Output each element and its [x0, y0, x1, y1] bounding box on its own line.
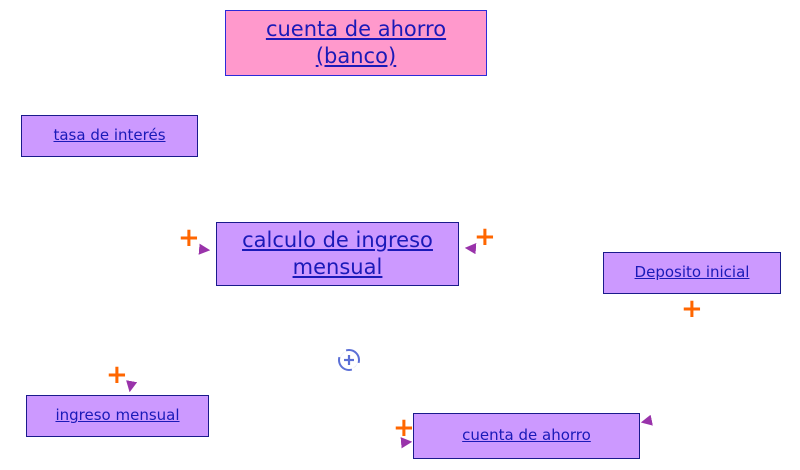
title-node[interactable]: cuenta de ahorro (banco) [225, 10, 487, 76]
node-calculo-label: calculo de ingreso mensual [242, 227, 433, 282]
node-deposito-label: Deposito inicial [634, 263, 750, 282]
node-calculo-line-1: calculo de ingreso [242, 227, 433, 252]
circle-plus-icon[interactable] [337, 348, 361, 372]
link-cuenta-to-calculo [464, 243, 477, 255]
title-text: cuenta de ahorro (banco) [266, 16, 446, 71]
plus-marker-deposito[interactable]: + [681, 294, 703, 324]
node-cuenta-de-ahorro[interactable]: cuenta de ahorro [413, 413, 640, 459]
title-line-1: cuenta de ahorro [265, 16, 447, 41]
node-ingreso-label: ingreso mensual [55, 406, 180, 425]
node-tasa-label: tasa de interés [53, 126, 166, 145]
link-ingreso-to-cuenta [400, 437, 413, 449]
node-tasa-de-interes[interactable]: tasa de interés [21, 115, 198, 157]
plus-marker-cuenta[interactable]: + [393, 413, 415, 443]
node-deposito-inicial[interactable]: Deposito inicial [603, 252, 781, 294]
plus-marker-ingreso[interactable]: + [106, 360, 128, 390]
node-calculo-de-ingreso-mensual[interactable]: calculo de ingreso mensual [216, 222, 459, 286]
plus-marker-calculo-left[interactable]: + [178, 223, 200, 253]
node-ingreso-mensual[interactable]: ingreso mensual [26, 395, 209, 437]
node-calculo-line-2: mensual [292, 255, 383, 279]
node-cuenta-label: cuenta de ahorro [462, 426, 591, 445]
plus-marker-calculo-right[interactable]: + [474, 222, 496, 252]
title-line-2: (banco) [315, 44, 397, 68]
link-calculo-to-ingreso [126, 380, 138, 393]
